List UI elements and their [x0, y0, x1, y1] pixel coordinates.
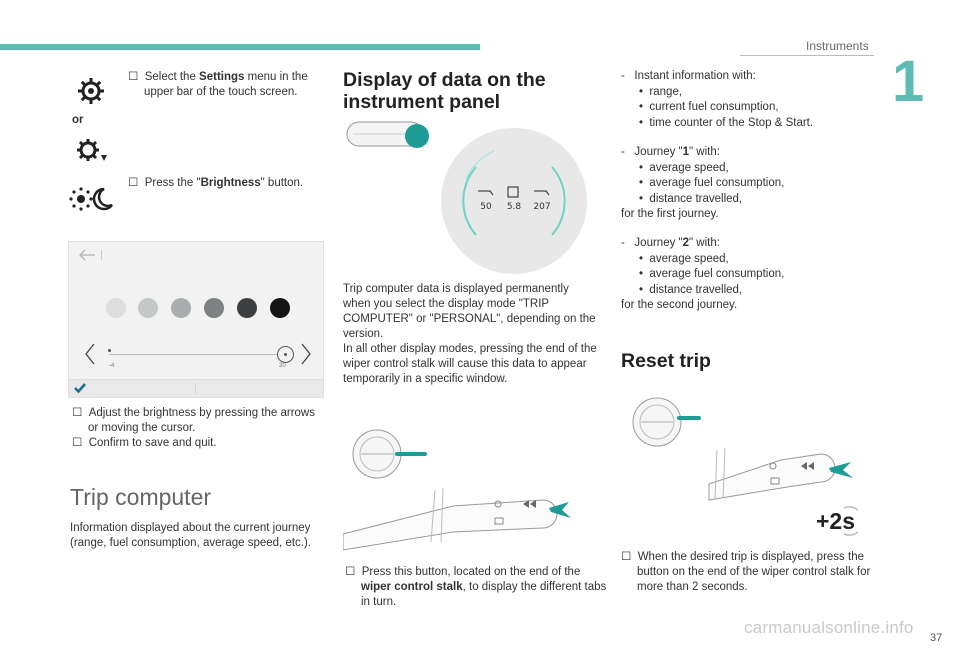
stalk-button-illustration	[346, 121, 429, 148]
brightness-level-4[interactable]	[204, 298, 224, 318]
journey1-item-speed: • average speed,	[639, 161, 729, 174]
instant-item-fuel: • current fuel consumption,	[639, 101, 779, 113]
brightness-slider-track[interactable]	[109, 354, 283, 355]
settings-gear-icon	[78, 78, 104, 104]
step-confirm: ☐ Confirm to save and quit.	[72, 437, 217, 449]
slider-min-label: -4	[109, 363, 115, 369]
settings-gear-dropdown-icon	[77, 139, 107, 161]
hold-badge-ring	[843, 506, 858, 536]
hold-badge-label: +2s	[816, 508, 856, 534]
adjust-steps: ☐ Adjust the brightness by pressing the …	[72, 406, 322, 451]
brightness-screen: -4 30	[68, 241, 324, 398]
display-data-heading: Display of data on the instrument panel	[343, 69, 546, 113]
instant-item-stopstart: • time counter of the Stop & Start.	[639, 116, 814, 129]
display-data-body: Trip computer data is displayed permanen…	[343, 283, 597, 385]
page-number: 37	[930, 632, 943, 644]
bullet-check-icon: ☐	[621, 551, 638, 563]
brightness-day-night-icon	[69, 187, 113, 211]
journey2-item-speed: • average speed,	[639, 252, 729, 265]
chapter-accent-bar	[0, 44, 480, 50]
instrument-panel-gauge: 50 5.8 207	[441, 128, 587, 274]
confirm-check-icon[interactable]	[73, 382, 87, 394]
brightness-level-6[interactable]	[270, 298, 290, 318]
watermark: carmanualsonline.info	[744, 618, 914, 637]
brightness-level-5[interactable]	[237, 298, 257, 318]
journey2-note: for the second journey.	[621, 299, 738, 311]
journey1-note: for the first journey.	[621, 208, 719, 220]
step-press-brightness: ☐ Press the "Brightness" button.	[128, 177, 304, 189]
step-adjust: ☐ Adjust the brightness by pressing the …	[72, 407, 315, 434]
step-select-settings: ☐ Select the Settings menu in the upper …	[128, 71, 308, 98]
trip-computer-intro: Information displayed about the current …	[70, 522, 312, 549]
step-reset-trip: ☐ When the desired trip is displayed, pr…	[621, 551, 871, 593]
reset-stalk-illustration	[632, 397, 853, 501]
bullet-check-icon: ☐	[128, 71, 145, 83]
brightness-level-1[interactable]	[106, 298, 126, 318]
gauge-value-1: 50	[480, 202, 492, 212]
journey1-item-distance: • distance travelled,	[639, 192, 743, 205]
journey1-list: - Journey "1" with: • average speed, • a…	[621, 145, 881, 223]
header-divider	[101, 250, 102, 260]
steering-stalk-illustration	[343, 429, 571, 551]
reset-trip-heading: Reset trip	[621, 350, 711, 372]
chapter-number: 1	[892, 49, 925, 114]
bullet-check-icon: ☐	[72, 437, 89, 449]
bullet-check-icon: ☐	[345, 566, 362, 578]
screen-bottom-bar	[69, 379, 323, 397]
journey2-item-fuel: • average fuel consumption,	[639, 268, 785, 280]
bottom-divider	[195, 383, 196, 394]
gauge-value-3: 207	[533, 202, 550, 212]
slider-max-label: 30	[279, 363, 286, 369]
chapter-title: Instruments	[806, 39, 869, 53]
slider-min-dot	[108, 349, 111, 352]
decrease-arrow-icon[interactable]	[83, 342, 97, 366]
journey2-item-distance: • distance travelled,	[639, 283, 743, 296]
chapter-divider	[740, 55, 874, 56]
trip-computer-heading: Trip computer	[70, 484, 212, 510]
gauge-value-2: 5.8	[507, 202, 522, 212]
hold-two-seconds-badge: +2s	[816, 506, 858, 536]
journey2-list: - Journey "2" with: • average speed, • a…	[621, 236, 881, 314]
brightness-level-2[interactable]	[138, 298, 158, 318]
journey1-item-fuel: • average fuel consumption,	[639, 177, 785, 189]
bullet-check-icon: ☐	[128, 177, 145, 189]
back-arrow-icon[interactable]	[77, 248, 99, 262]
increase-arrow-icon[interactable]	[299, 342, 313, 366]
brightness-slider-cursor[interactable]	[277, 346, 294, 363]
bullet-check-icon: ☐	[72, 407, 89, 419]
step-press-wiper-button: ☐ Press this button, located on the end …	[345, 566, 607, 608]
brightness-level-3[interactable]	[171, 298, 191, 318]
instant-item-range: • range,	[639, 85, 683, 98]
instant-info-list: - Instant information with: • range, • c…	[621, 69, 881, 131]
or-label: or	[72, 114, 84, 126]
